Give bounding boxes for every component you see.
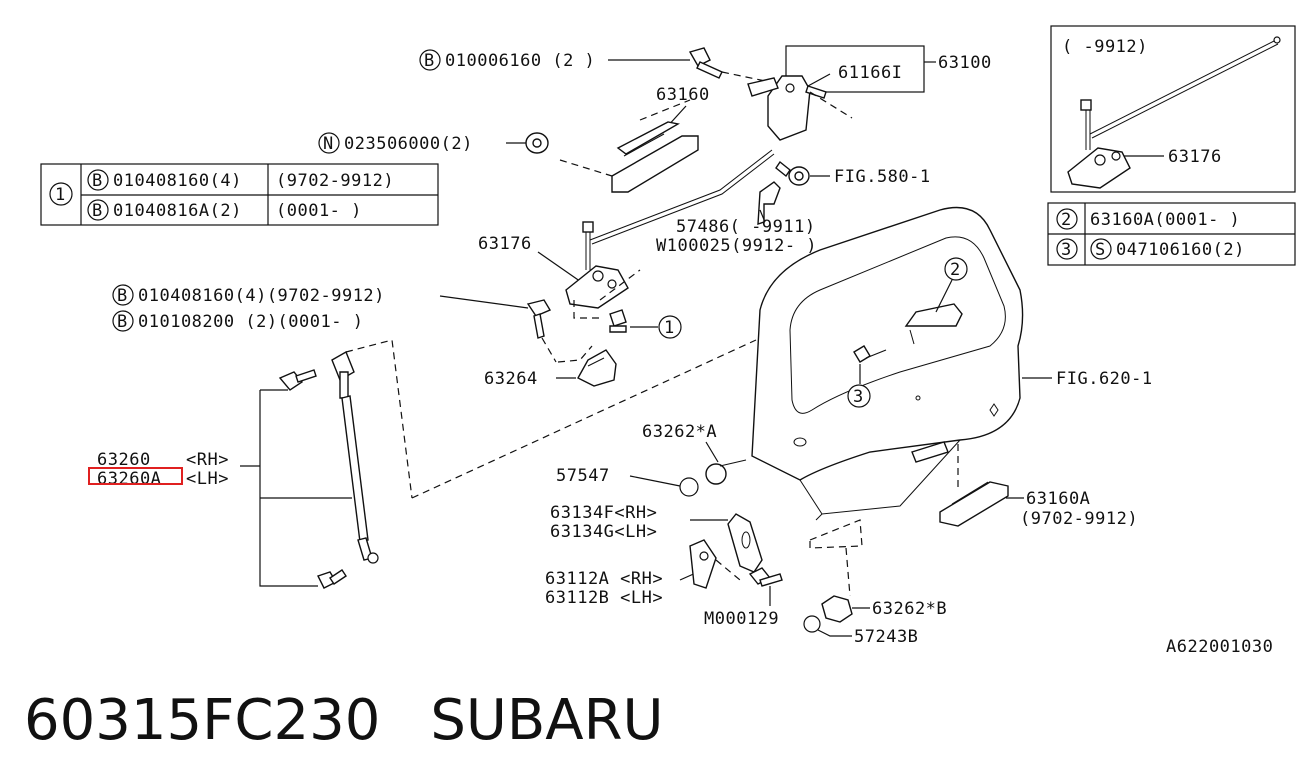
label-M000129: M000129 xyxy=(704,609,779,629)
bolt-latch xyxy=(526,299,552,339)
latch-63176 xyxy=(565,149,775,309)
label-63134F: 63134F<RH> xyxy=(550,503,657,523)
bolt-b1-mark: B xyxy=(117,286,128,306)
table-left-index: 1 xyxy=(55,185,66,205)
label-W100025: W100025(9912- ) xyxy=(656,236,817,256)
callout-3-text: 3 xyxy=(853,387,864,407)
part-number: 60315FC230 xyxy=(24,687,381,753)
callout-1-circle xyxy=(658,315,682,339)
bracket-63134 xyxy=(727,513,763,573)
label-63260-side: <RH> xyxy=(186,450,229,470)
table-right: 2 63160A(0001- ) 3 S 047106160(2) xyxy=(1047,202,1296,266)
table-left-row2-range: (0001- ) xyxy=(276,201,362,221)
label-63160A-range: (9702-9912) xyxy=(1020,509,1138,529)
plug-57243B xyxy=(803,615,821,633)
bumper-63262B xyxy=(821,595,853,623)
inset-box: ( -9912) 63176 xyxy=(1050,25,1296,193)
label-63264: 63264 xyxy=(484,369,538,389)
nut-mark-letter: N xyxy=(323,134,334,154)
table-right-row2-mark: S xyxy=(1095,240,1106,260)
bolt-mark-letter: B xyxy=(424,51,435,71)
inset-range: ( -9912) xyxy=(1062,37,1148,57)
bolt-callout-3 xyxy=(853,345,887,363)
striker-63264 xyxy=(577,349,617,387)
highlight-63260A xyxy=(88,467,183,485)
callout-2-text: 2 xyxy=(950,260,961,280)
label-57486: 57486( -9911) xyxy=(676,217,816,237)
bolt-mark-circle xyxy=(419,49,441,71)
figure-id: A622001030 xyxy=(1166,637,1273,657)
label-63160A: 63160A xyxy=(1026,489,1090,509)
footer: 60315FC230 SUBARU xyxy=(24,680,664,760)
label-fig-620-1: FIG.620-1 xyxy=(1056,369,1153,389)
label-63260A-side: <LH> xyxy=(186,469,229,489)
callout-1-text: 1 xyxy=(664,318,675,338)
table-right-row1-index: 2 xyxy=(1061,210,1072,230)
table-left: 1 B 010408160(4) (9702-9912) B 01040816A… xyxy=(40,163,439,226)
table-right-row2-text: 047106160(2) xyxy=(1116,240,1245,260)
clip-57486 xyxy=(757,181,781,225)
bolt-top-part xyxy=(688,47,723,79)
hinge-bracket-box xyxy=(785,45,925,93)
label-57547: 57547 xyxy=(556,466,610,486)
screw-M000129 xyxy=(748,567,783,587)
label-63112A: 63112A <RH> xyxy=(545,569,663,589)
table-left-row1-part: 010408160(4) xyxy=(113,171,242,191)
label-63262B: 63262*B xyxy=(872,599,947,619)
label-63262A: 63262*A xyxy=(642,422,717,442)
bolt-callout-1 xyxy=(609,309,627,333)
label-bolt-010006160: 010006160 (2 ) xyxy=(445,51,595,71)
gas-strut xyxy=(278,350,379,589)
brand-name: SUBARU xyxy=(430,687,664,753)
callout-2-circle xyxy=(944,257,968,281)
hinge-part xyxy=(747,73,831,141)
grommet-fig580 xyxy=(775,160,810,186)
table-left-row2-part: 01040816A(2) xyxy=(113,201,242,221)
table-right-row2-index: 3 xyxy=(1061,240,1072,260)
label-nut-023506000: 023506000(2) xyxy=(344,134,473,154)
label-63112B: 63112B <LH> xyxy=(545,588,663,608)
label-63260A: 63260A xyxy=(97,469,161,489)
nut-mark-circle xyxy=(318,132,340,154)
label-bolt-010408160: 010408160(4)(9702-9912) xyxy=(138,286,385,306)
label-63260: 63260 xyxy=(97,450,151,470)
label-fig-580-1: FIG.580-1 xyxy=(834,167,931,187)
label-63176: 63176 xyxy=(478,234,532,254)
nut-part xyxy=(525,132,549,154)
table-left-row2-mark: B xyxy=(92,201,103,221)
bracket-63112 xyxy=(689,539,717,589)
plug-57547 xyxy=(679,477,699,497)
label-63134G: 63134G<LH> xyxy=(550,522,657,542)
label-61166I: 61166I xyxy=(838,63,902,83)
label-57243B: 57243B xyxy=(854,627,918,647)
table-right-row1-text: 63160A(0001- ) xyxy=(1090,210,1240,230)
label-63160: 63160 xyxy=(656,85,710,105)
handle-63160 xyxy=(611,121,699,193)
label-bolt-010108200: 010108200 (2)(0001- ) xyxy=(138,312,363,332)
table-left-row1-range: (9702-9912) xyxy=(276,171,394,191)
handle-63160A xyxy=(939,481,1009,527)
bolt-b2-mark: B xyxy=(117,312,128,332)
inset-label-63176: 63176 xyxy=(1168,147,1222,167)
table-left-row1-mark: B xyxy=(92,171,103,191)
callout-3-circle xyxy=(847,384,871,408)
label-63100: 63100 xyxy=(938,53,992,73)
bumper-63262A xyxy=(705,459,747,485)
